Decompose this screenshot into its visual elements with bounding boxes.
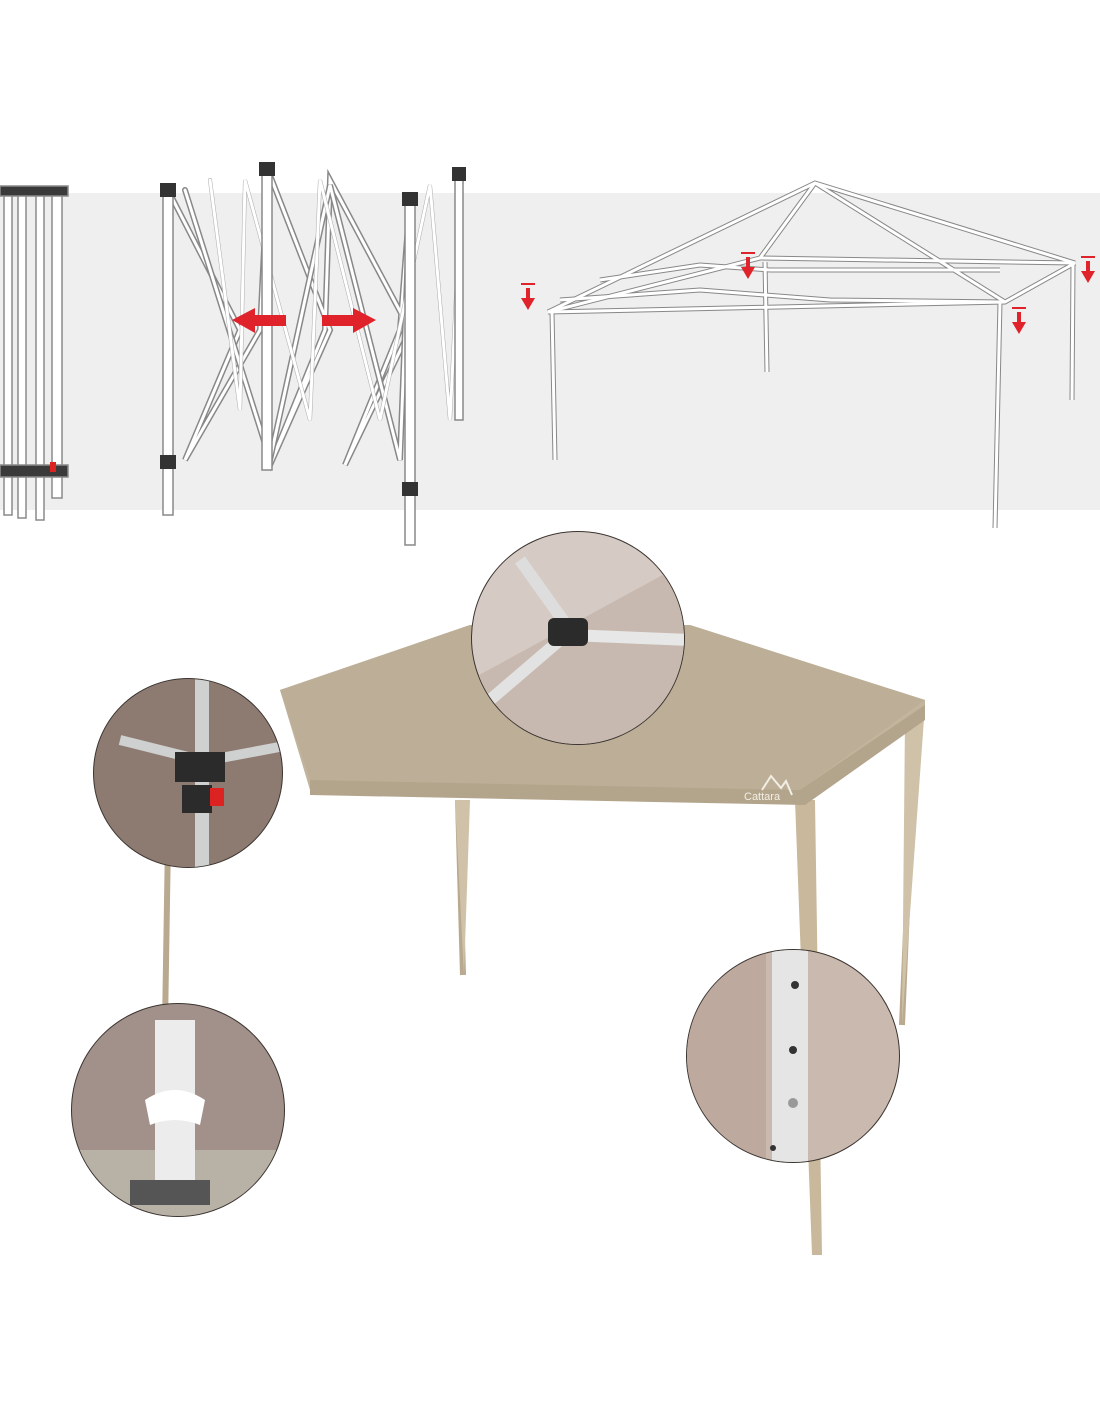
cattara-logo: Cattara — [744, 774, 793, 803]
detail-foot-plate — [71, 1003, 285, 1217]
lock-arrows-icon — [521, 252, 1095, 334]
detail-top-joint — [471, 531, 685, 745]
folded-frame — [0, 185, 69, 521]
svg-text:Cattara: Cattara — [744, 791, 781, 803]
expanding-frame — [160, 162, 466, 546]
open-frame — [521, 180, 1095, 529]
detail-corner-joint — [93, 678, 283, 868]
detail-leg-holes — [686, 949, 900, 1163]
gazebo: Cattara — [162, 625, 925, 1255]
expand-arrow-right-icon — [322, 308, 376, 333]
expand-arrow-left-icon — [232, 308, 286, 333]
